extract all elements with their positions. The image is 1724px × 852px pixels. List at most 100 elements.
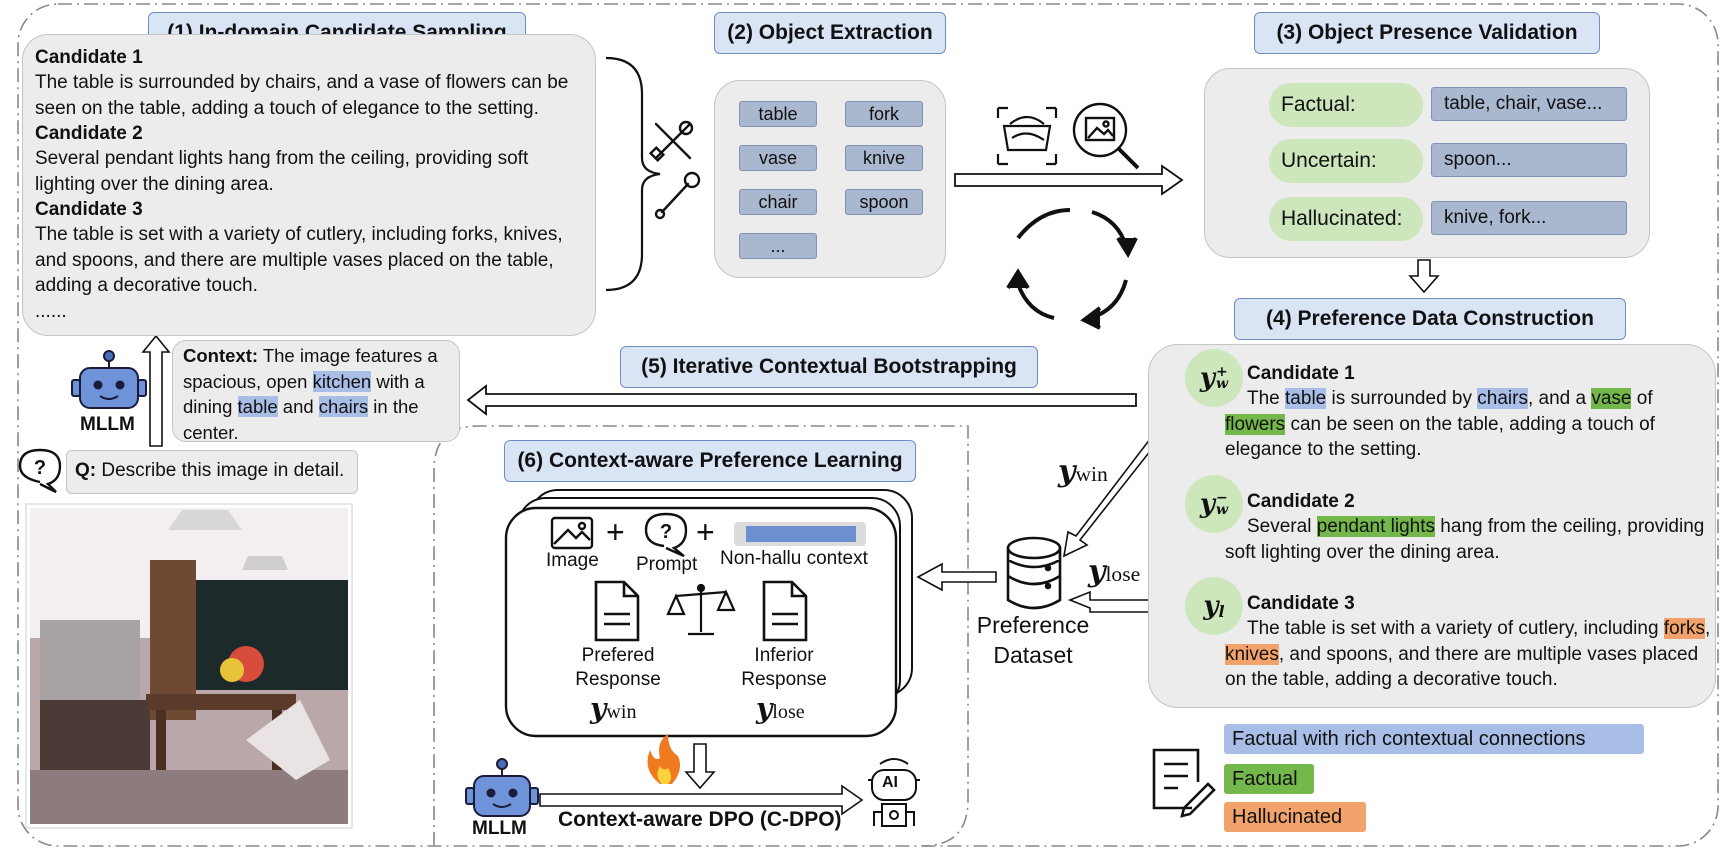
validation-hallucinated-label: Hallucinated: [1269,197,1423,241]
pref-candidate-2-title: Candidate 2 [1247,491,1355,512]
svg-text:?: ? [34,457,46,479]
pref-text-part: Several [1247,516,1317,537]
question-label: Q: [75,460,97,481]
pref-candidate-1-text: The table is surrounded by chairs, and a… [1225,386,1705,463]
mllm-label-top: MLLM [80,414,135,435]
y-win-minus-symbol: y−w [1185,475,1243,533]
context-keyword: chairs [318,396,369,417]
pref-candidate-1-title: Candidate 1 [1247,363,1355,384]
question-body: Describe this image in detail. [101,460,345,481]
image-label: Image [546,550,599,571]
object-detection-icon [996,106,1058,166]
object-chip: spoon [845,189,923,215]
image-icon [550,516,594,550]
pref-keyword-green: pendant lights [1316,516,1436,537]
y-sub: lose [772,701,805,723]
arrow-to-validation [954,164,1184,196]
arrow-validation-to-pref [1408,259,1440,294]
arrow-cdpo [539,784,864,816]
inferior-label: Inferior Response [741,645,827,690]
ai-robot-icon [868,758,920,827]
cycle-arrows-icon [1006,208,1138,330]
note-edit-icon [1152,748,1216,818]
arrow-down-to-cdpo [684,743,716,790]
y-win-label: ywin [1058,454,1108,489]
y-letter: y [590,692,607,725]
pref-keyword-blue: table [1285,388,1327,409]
pref-keyword-green: vase [1591,388,1632,409]
pref-text-part: , [1704,618,1711,639]
y-letter: y [1199,489,1216,519]
pref-text-part: of [1631,388,1653,409]
context-part: and [277,396,319,417]
validation-uncertain-objects: spoon... [1431,143,1627,177]
candidate-2-title: Candidate 2 [35,123,143,144]
prompt-bubble-icon: ? [644,512,688,558]
pref-text-part: hang from the ceiling, providing soft li… [1225,516,1705,563]
brace [605,56,661,292]
preference-panel: y+w Candidate 1 The table is surrounded … [1148,344,1716,708]
y-letter: y [1058,454,1076,489]
pref-candidate-2-text: Several pendant lights hang from the cei… [1225,514,1705,565]
pref-text-part: The [1247,388,1286,409]
validation-panel: Factual: table, chair, vase... Uncertain… [1204,68,1650,258]
arrow-bootstrapping [466,384,1137,416]
header-object-validation: (3) Object Presence Validation [1254,12,1600,54]
candidates-ellipsis: ...... [35,300,67,322]
header-preference-construction: (4) Preference Data Construction [1234,298,1626,340]
header-preference-learning: (6) Context-aware Preference Learning [504,440,916,482]
y-sup: + [1216,364,1228,380]
arrow-up-to-candidates [141,334,171,447]
y-letter: y [1088,554,1106,589]
pref-keyword-green: flowers [1225,413,1286,435]
arrow-dataset-to-learning [916,562,997,592]
validation-uncertain-label: Uncertain: [1269,139,1423,183]
y-win-plus-symbol: y+w [1185,349,1243,407]
inferior-doc-icon [762,580,808,642]
context-part: in the center. [183,396,419,443]
database-icon [1006,536,1062,610]
candidate-3-title: Candidate 3 [35,199,143,220]
pref-text-part: , and a [1527,388,1592,409]
y-sub: l [1218,601,1225,621]
object-chip: ... [739,233,817,259]
y-sub: lose [1105,562,1141,586]
plus-sign: + [606,514,625,550]
mllm-label-bottom: MLLM [472,818,527,839]
image-search-icon [1072,102,1140,170]
y-lose-label: ylose [1088,554,1140,589]
pref-candidate-3-text: The table is set with a variety of cutle… [1225,616,1711,693]
candidate-1-text: The table is surrounded by chairs, and a… [35,72,569,119]
candidate-1-title: Candidate 1 [35,47,143,68]
header-object-extraction: (2) Object Extraction [714,12,946,54]
question-text: Q: Describe this image in detail. [75,460,344,482]
context-part: The image features a spacious, open [183,345,438,392]
svg-text:?: ? [660,521,672,543]
validation-factual-label: Factual: [1269,83,1423,127]
pref-candidate-3-title: Candidate 3 [1247,593,1355,614]
ai-badge-label: AI [882,774,898,791]
context-keyword: table [237,396,278,417]
y-sub: win [606,701,637,723]
validation-factual-objects: table, chair, vase... [1431,87,1627,121]
objects-panel: table fork vase knive chair spoon ... [714,80,946,278]
dataset-label: Preference Dataset [976,612,1090,668]
legend-hallucinated: Hallucinated [1224,802,1366,832]
validation-hallucinated-objects: knive, fork... [1431,201,1627,235]
tools-icon [648,120,701,220]
question-bubble-icon: ? [18,448,62,494]
object-chip: vase [739,145,817,171]
prompt-label: Prompt [636,554,698,575]
y-letter: y [1203,591,1219,621]
context-box: Context: The image features a spacious, … [172,340,460,443]
robot-icon-top [71,350,147,409]
y-sub: w [1216,502,1229,518]
pref-text-part: The table is set with a variety of cutle… [1247,618,1664,639]
pref-text-part: is surrounded by [1326,388,1478,409]
candidate-3-text: The table is set with a variety of cutle… [35,224,563,296]
context-part: with a dining [183,370,425,418]
object-chip: table [739,101,817,127]
robot-icon-bottom [465,758,539,817]
y-letter: y [1199,363,1216,393]
